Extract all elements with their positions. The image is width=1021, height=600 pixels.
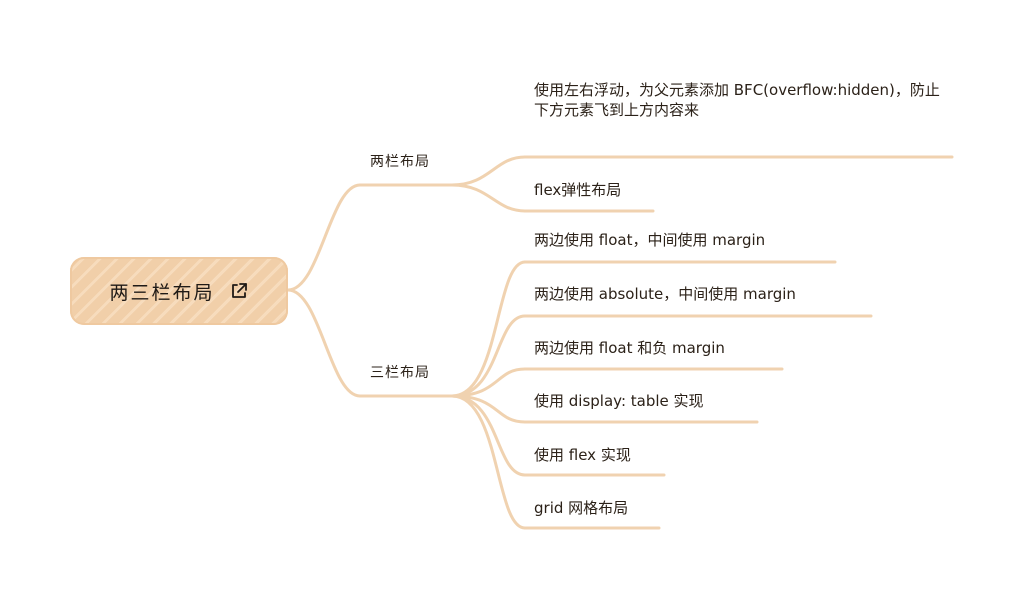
root-label: 两三栏布局 <box>109 281 215 304</box>
node-three-col-flex[interactable]: 使用 flex 实现 <box>534 446 631 464</box>
node-two-col-float-bfc[interactable]: 使用左右浮动，为父元素添加 BFC(overflow:hidden)，防止下方元… <box>534 81 940 119</box>
connector-two-col-child-2 <box>450 183 527 213</box>
branch-three-column[interactable]: 三栏布局 <box>370 365 430 381</box>
node-three-col-negative-margin[interactable]: 两边使用 float 和负 margin <box>534 339 725 357</box>
connector-root-two-column <box>286 183 362 292</box>
node-three-col-display-table[interactable]: 使用 display: table 实现 <box>534 392 704 410</box>
connector-root-three-column <box>286 288 362 398</box>
node-three-col-absolute-margin[interactable]: 两边使用 absolute，中间使用 margin <box>534 285 796 303</box>
connector-three-col-child-6 <box>450 394 527 530</box>
branch-two-column[interactable]: 两栏布局 <box>370 154 430 170</box>
node-three-col-grid[interactable]: grid 网格布局 <box>534 499 629 517</box>
connector-three-col-child-2 <box>450 314 527 398</box>
external-link-icon[interactable] <box>229 281 249 301</box>
connector-three-col-child-1 <box>450 260 527 398</box>
node-two-col-flex[interactable]: flex弹性布局 <box>534 181 622 199</box>
connector-three-col-child-3 <box>450 367 527 398</box>
connector-two-col-child-1 <box>450 155 527 187</box>
root-node[interactable]: 两三栏布局 <box>70 257 288 325</box>
node-three-col-float-margin[interactable]: 两边使用 float，中间使用 margin <box>534 231 766 249</box>
